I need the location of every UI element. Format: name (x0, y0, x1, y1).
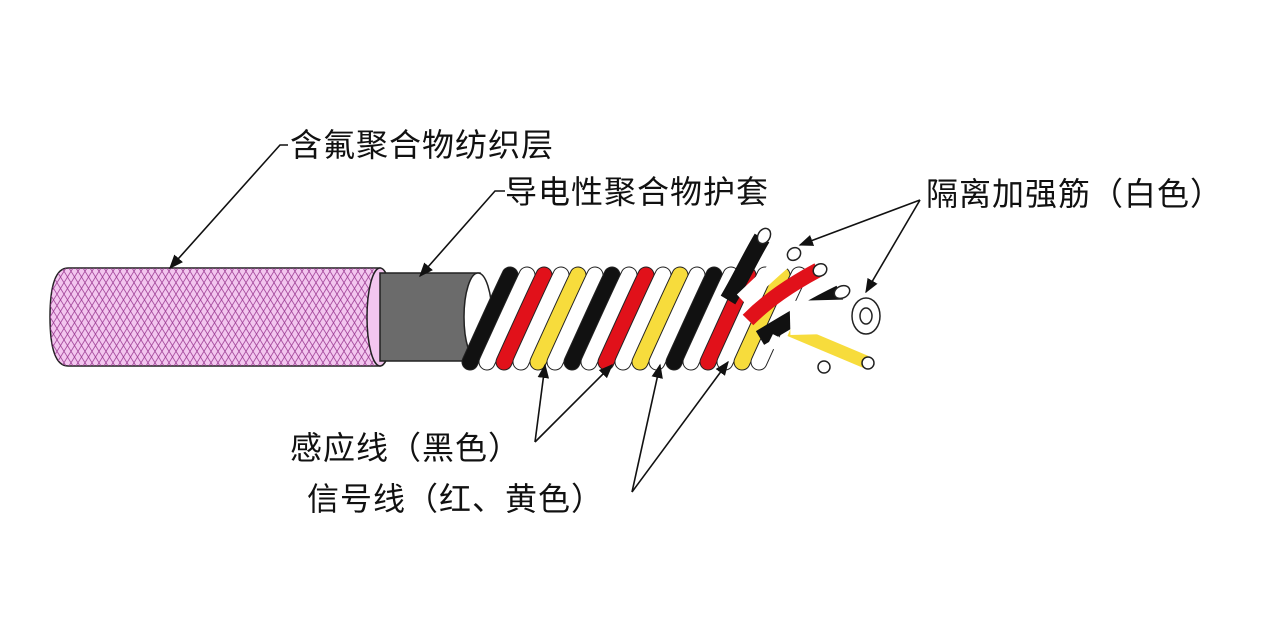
white-wire-end-top (736, 249, 797, 306)
twist-strand-white (581, 267, 637, 370)
twist-strand-white (479, 267, 535, 370)
twist-strand-white (683, 267, 739, 370)
black-wire-end-top (720, 233, 770, 305)
twist-strand-black (666, 267, 722, 370)
twist-strand-white (649, 267, 705, 370)
twist-strand-white (513, 267, 569, 370)
signal-leader-1 (631, 363, 663, 493)
sensing-leader-2 (534, 363, 614, 443)
label-sensing-wire: 感应线（黑色） (290, 429, 522, 467)
twist-strand-red (598, 267, 654, 370)
label-outer-braid: 含氟聚合物纺织层 (290, 126, 555, 164)
strength-leader-2 (865, 199, 921, 294)
twist-strand-yellow (734, 267, 790, 370)
twist-strand-yellow (632, 267, 688, 370)
jacket-leader (419, 190, 505, 278)
label-strength-member: 隔离加强筋（白色） (926, 175, 1224, 213)
signal-leader-2 (631, 360, 729, 493)
red-wire-end (742, 263, 822, 326)
twist-strand-red (496, 267, 552, 370)
twist-strand-white (615, 267, 671, 370)
twist-strand-white (547, 267, 603, 370)
leader-lines (169, 144, 921, 493)
braid-leader (169, 144, 288, 270)
label-signal-wire: 信号线（红、黄色） (307, 480, 605, 518)
label-conductive-jacket: 导电性聚合物护套 (505, 173, 770, 211)
sensing-leader-1 (534, 363, 550, 443)
twist-strand-yellow (530, 267, 586, 370)
twist-strand-black (462, 267, 518, 370)
twist-strand-black (564, 267, 620, 370)
loose-wire-ends (720, 227, 881, 374)
strength-leader-1 (798, 199, 921, 246)
